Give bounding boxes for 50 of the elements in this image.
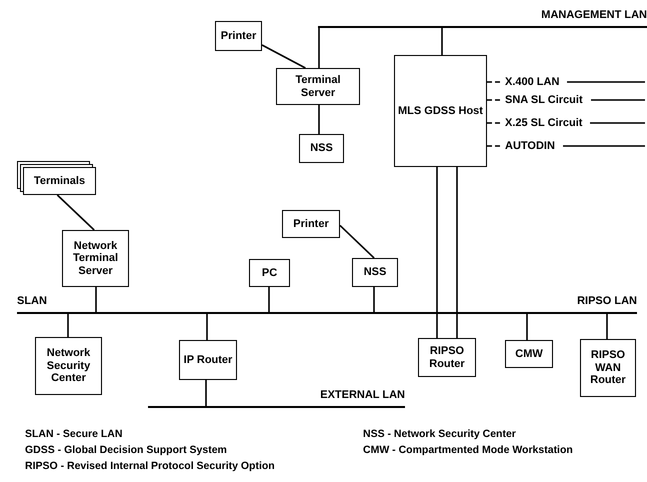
link-label: X.25 SL Circuit [505, 116, 582, 130]
connector-line [205, 380, 207, 406]
connector-line [441, 28, 443, 55]
lan-label: RIPSO LAN [577, 295, 637, 307]
device-box: RIPSO Router [418, 338, 476, 377]
device-box: Network Security Center [35, 337, 102, 395]
device-box: Printer [282, 210, 340, 238]
connector-line [591, 99, 645, 101]
connector-line [95, 287, 97, 312]
device-box: CMW [505, 340, 553, 368]
device-box: NSS [299, 134, 344, 163]
connector-line [67, 314, 69, 337]
abbreviation-note: NSS - Network Security Center [363, 428, 516, 440]
device-box: PC [249, 259, 290, 287]
device-box: Printer [215, 21, 262, 51]
connector-line [487, 81, 503, 83]
connector-line [590, 122, 645, 124]
connector-line [318, 105, 320, 134]
link-label: SNA SL Circuit [505, 93, 583, 107]
lan-label: MANAGEMENT LAN [541, 9, 647, 21]
device-box: IP Router [179, 340, 237, 380]
device-box: RIPSO WAN Router [580, 339, 636, 397]
connector-line [606, 314, 608, 339]
connector-line [487, 145, 503, 147]
device-box: Terminals [23, 167, 96, 195]
link-label: AUTODIN [505, 139, 555, 153]
connector-line [206, 314, 208, 340]
device-box: NSS [352, 258, 398, 287]
connector-line [262, 44, 306, 69]
device-box: Network Terminal Server [62, 230, 129, 287]
connector-line [373, 287, 375, 312]
link-label: X.400 LAN [505, 75, 560, 89]
abbreviation-note: RIPSO - Revised Internal Protocol Security Option [25, 460, 275, 472]
connector-line [56, 194, 95, 231]
abbreviation-note: GDSS - Global Decision Support System [25, 444, 227, 456]
lan-label: EXTERNAL LAN [320, 389, 405, 401]
connector-line [526, 314, 528, 340]
connector-line [339, 224, 375, 259]
connector-line [487, 99, 503, 101]
connector-line [567, 81, 645, 83]
device-box: MLS GDSS Host [394, 55, 487, 167]
connector-line [563, 145, 645, 147]
connector-line [268, 287, 270, 312]
lan-label: SLAN [17, 295, 47, 307]
device-box: Terminal Server [276, 68, 360, 105]
connector-line [436, 166, 458, 339]
abbreviation-note: SLAN - Secure LAN [25, 428, 122, 440]
abbreviation-note: CMW - Compartmented Mode Workstation [363, 444, 573, 456]
connector-line [487, 122, 503, 124]
connector-line [318, 28, 320, 68]
